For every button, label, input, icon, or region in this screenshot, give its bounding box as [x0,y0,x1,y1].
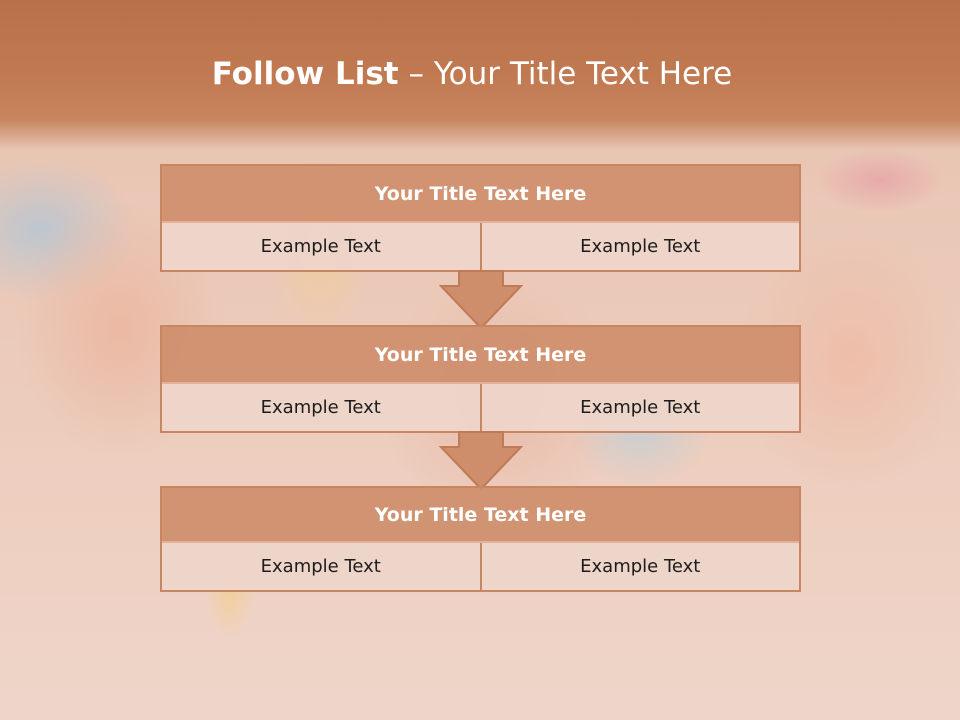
slide-title: Follow List – Your Title Text Here [0,56,944,92]
slide-title-rest: – Your Title Text Here [398,56,733,92]
step-row-1: Example Text Example Text [162,223,799,270]
step-block-1: Your Title Text Here Example Text Exampl… [160,164,801,272]
step-row-3: Example Text Example Text [162,543,799,590]
title-banner [0,0,960,150]
step-title-1: Your Title Text Here [162,166,799,223]
step-2-right-text: Example Text [479,384,799,431]
down-arrow-icon [439,431,523,491]
step-block-2: Your Title Text Here Example Text Exampl… [160,325,801,433]
step-1-right-text: Example Text [479,223,799,270]
step-3-left-text: Example Text [162,543,480,590]
step-3-right-text: Example Text [479,543,799,590]
down-arrow-icon [439,270,523,330]
step-block-3: Your Title Text Here Example Text Exampl… [160,486,801,592]
step-2-left-text: Example Text [162,384,480,431]
step-title-2: Your Title Text Here [162,327,799,384]
step-1-left-text: Example Text [162,223,480,270]
slide-title-bold: Follow List [211,56,399,92]
step-row-2: Example Text Example Text [162,384,799,431]
step-title-3: Your Title Text Here [162,488,799,543]
